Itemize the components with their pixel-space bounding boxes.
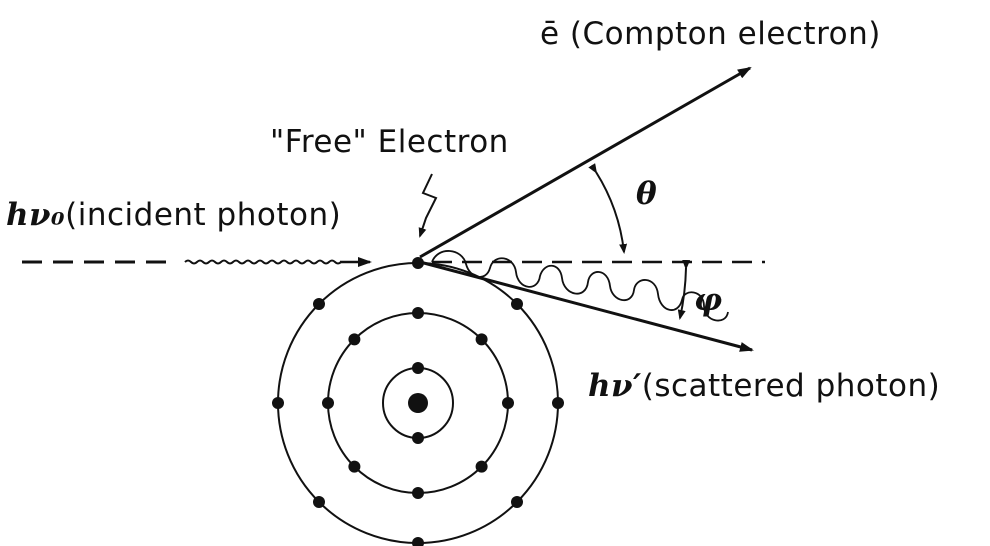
- shell-electron: [475, 460, 488, 473]
- phi-label: φ: [694, 282, 723, 318]
- free-electron-label: "Free" Electron: [270, 124, 509, 160]
- nucleus: [408, 393, 428, 413]
- shell-electron: [412, 307, 424, 319]
- shell-electron: [412, 257, 424, 269]
- incident-photon-wave: [184, 259, 342, 265]
- shell-electron: [412, 362, 424, 374]
- shell-electron: [475, 333, 488, 346]
- shell-electron: [412, 432, 424, 444]
- scattered-photon-label: hν′(scattered photon): [588, 368, 940, 404]
- scattered-photon-symbol: hν′: [588, 368, 642, 404]
- incident-photon-symbol: hν₀: [6, 197, 66, 233]
- compton-electron-arrow: [419, 66, 752, 259]
- free-electron-pointer: [418, 173, 438, 238]
- atom: [272, 257, 564, 546]
- shell-electron: [313, 298, 325, 310]
- shell-electron: [322, 397, 334, 409]
- shell-electron: [348, 460, 361, 473]
- shell-electron: [412, 487, 424, 499]
- shell-electron: [502, 397, 514, 409]
- shell-electron: [313, 496, 325, 508]
- shell-electron: [552, 397, 564, 409]
- shell-electron: [272, 397, 284, 409]
- phi-arc: [677, 259, 691, 320]
- shell-electron: [511, 496, 523, 508]
- shell-electron: [412, 537, 424, 546]
- scattered-photon-text: (scattered photon): [641, 368, 941, 404]
- shell-electron: [511, 298, 523, 310]
- shell-electron: [348, 333, 361, 346]
- incident-photon-text: (incident photon): [65, 197, 342, 233]
- compton-electron-label: ē (Compton electron): [540, 16, 881, 52]
- incident-photon-label: hν₀(incident photon): [6, 197, 341, 233]
- theta-arc: [588, 163, 628, 254]
- theta-label: θ: [636, 176, 658, 212]
